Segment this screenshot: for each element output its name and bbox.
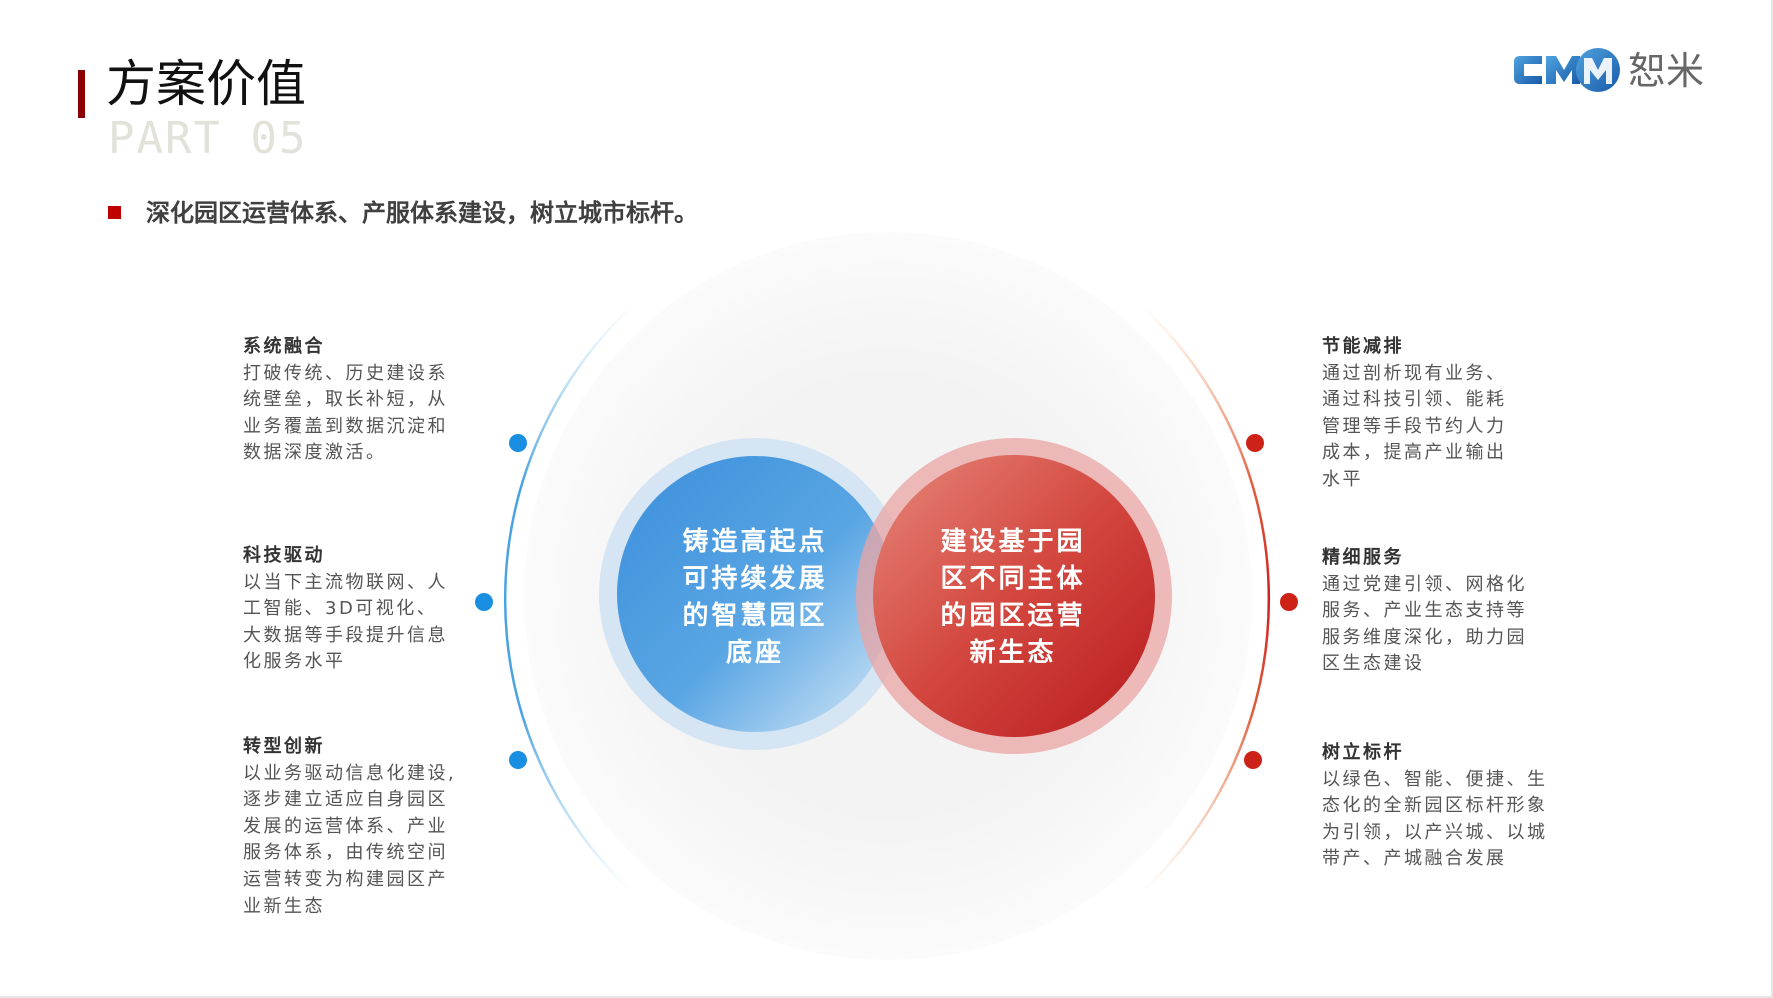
item-line: 通过剖析现有业务、 [1322,362,1507,384]
item-title: 精细服务 [1322,547,1404,568]
left-dot-2 [475,593,493,611]
right-arc [1140,304,1271,894]
left-dot-1 [509,434,527,452]
left-arc [503,304,634,894]
item-title: 树立标杆 [1322,742,1404,763]
subtitle: 深化园区运营体系、产服体系建设，树立城市标杆。 [146,199,698,227]
item-line: 带产、产城融合发展 [1322,848,1507,870]
item-line: 成本，提高产业输出 [1322,442,1507,464]
item-line: 服务维度深化，助力园 [1322,626,1527,648]
item-title: 节能减排 [1322,336,1404,357]
logo-text: 恕米 [1628,49,1704,93]
red-circle [873,455,1155,737]
item-line: 服务体系，由传统空间 [243,842,448,864]
item-line: 服务、产业生态支持等 [1322,600,1527,622]
title-accent-bar [78,70,85,118]
item-line: 业新生态 [243,895,325,917]
item-line: 发展的运营体系、产业 [243,815,448,837]
right-item-refined-service: 精细服务 通过党建引领、网格化 服务、产业生态支持等 服务维度深化，助力园 区生… [1322,545,1582,678]
logo: 恕米 [1512,44,1732,96]
item-line: 以业务驱动信息化建设, [243,762,457,784]
item-title: 系统融合 [243,336,325,357]
item-line: 以当下主流物联网、人 [243,571,448,593]
right-item-energy-saving: 节能减排 通过剖析现有业务、 通过科技引领、能耗 管理等手段节约人力 成本，提高… [1322,334,1582,494]
item-line: 数据深度激活。 [243,442,387,464]
item-line: 工智能、3D可视化、 [243,598,438,620]
circle-line: 建设基于园 [940,527,1086,557]
left-item-tech-driven: 科技驱动 以当下主流物联网、人 工智能、3D可视化、 大数据等手段提升信息 化服… [243,543,483,676]
page-title: 方案价值 [106,55,306,113]
blue-circle [617,456,893,732]
right-item-benchmark: 树立标杆 以绿色、智能、便捷、生 态化的全新园区标杆形象 为引领，以产兴城、以城… [1322,740,1582,873]
right-dot-1 [1246,434,1264,452]
circle-line: 区不同主体 [940,564,1086,594]
circle-line: 可持续发展 [682,564,828,594]
item-line: 统壁垒，取长补短，从 [243,389,448,411]
item-title: 科技驱动 [243,545,325,566]
item-line: 业务覆盖到数据沉淀和 [243,415,448,437]
item-line: 逐步建立适应自身园区 [243,789,448,811]
left-dot-3 [509,751,527,769]
item-line: 区生态建设 [1322,653,1425,675]
item-line: 为引领，以产兴城、以城 [1322,821,1548,843]
circle-line: 的智慧园区 [682,601,828,631]
right-dot-2 [1280,593,1298,611]
circle-line: 新生态 [969,638,1057,668]
bullet-square-icon [108,206,121,219]
circle-line: 底座 [725,638,784,668]
item-line: 打破传统、历史建设系 [243,362,448,384]
item-line: 管理等手段节约人力 [1322,415,1507,437]
item-line: 以绿色、智能、便捷、生 [1322,768,1548,790]
right-dot-3 [1244,751,1262,769]
left-item-transformation: 转型创新 以业务驱动信息化建设, 逐步建立适应自身园区 发展的运营体系、产业 服… [243,734,483,920]
item-line: 大数据等手段提升信息 [243,624,448,646]
item-line: 运营转变为构建园区产 [243,868,448,890]
item-line: 通过党建引领、网格化 [1322,573,1527,595]
circle-line: 的园区运营 [940,601,1086,631]
right-circle-text: 建设基于园 区不同主体 的园区运营 新生态 [913,524,1113,672]
left-circle-text: 铸造高起点 可持续发展 的智慧园区 底座 [655,524,855,672]
item-line: 通过科技引领、能耗 [1322,389,1507,411]
circle-line: 铸造高起点 [682,527,828,557]
item-line: 水平 [1322,468,1363,490]
part-label: PART 05 [108,113,308,164]
item-title: 转型创新 [243,736,325,757]
item-line: 态化的全新园区标杆形象 [1322,795,1548,817]
left-item-system-integration: 系统融合 打破传统、历史建设系 统壁垒，取长补短，从 业务覆盖到数据沉淀和 数据… [243,334,483,467]
item-line: 化服务水平 [243,651,346,673]
